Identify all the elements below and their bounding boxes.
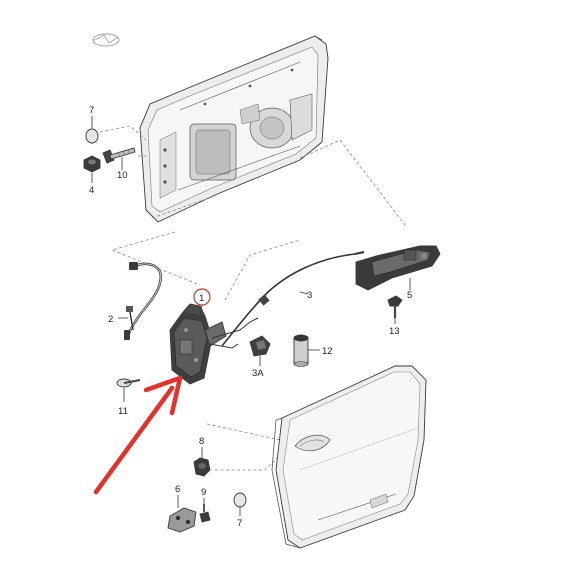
callout-11: 11: [118, 406, 128, 417]
brand-mark-icon: [92, 33, 120, 47]
callout-10: 10: [117, 170, 128, 181]
callout-3a: 3A: [252, 368, 264, 379]
callout-8: 8: [199, 436, 204, 447]
part-1-door-lock: [169, 303, 259, 385]
red-pointer-arrow-icon: [93, 375, 183, 495]
part-9-screw: [199, 504, 211, 523]
door-inner-frame: [139, 35, 329, 223]
part-10-bolt: [102, 147, 136, 164]
part-11-screw: [116, 378, 141, 388]
part-12-sleeve: [293, 334, 309, 367]
callout-13: 13: [389, 326, 400, 337]
part-4-nut: [83, 155, 101, 173]
callout-7-bottom: 7: [237, 518, 242, 529]
callout-3: 3: [307, 290, 312, 301]
callout-7-top: 7: [89, 105, 94, 116]
part-5-door-handle: [355, 245, 441, 291]
part-6-striker-plate: [167, 507, 197, 533]
callout-12: 12: [322, 346, 333, 357]
callout-1: 1: [199, 293, 204, 304]
part-13-screw: [387, 295, 403, 318]
part-3-bowden-cable: [221, 251, 365, 347]
callout-6: 6: [175, 484, 180, 495]
callout-4: 4: [89, 185, 94, 196]
part-2-cable-rod: [124, 262, 162, 340]
callout-2: 2: [108, 314, 113, 325]
part-3a-clip: [249, 335, 271, 357]
door-outer-panel: [271, 365, 427, 549]
callout-9: 9: [201, 487, 206, 498]
part-7-plug-bottom: [233, 492, 247, 508]
assembly-guide-lines: [99, 125, 406, 471]
part-8-grommet: [193, 457, 211, 477]
part-7-plug-top: [85, 128, 99, 144]
callout-5: 5: [407, 290, 412, 301]
